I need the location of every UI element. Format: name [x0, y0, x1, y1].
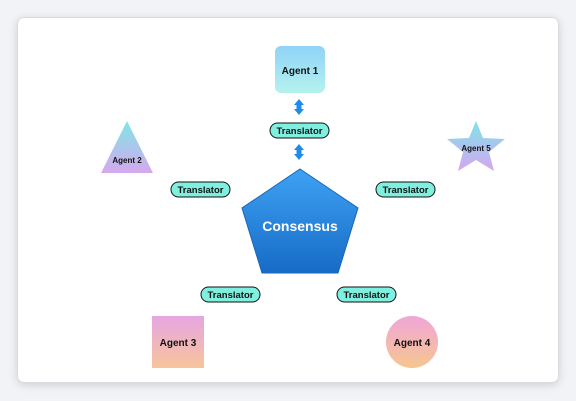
- agent-1-label: Agent 1: [282, 66, 319, 77]
- agent-4-label: Agent 4: [394, 338, 431, 349]
- translator-pill: Translator: [269, 122, 330, 139]
- double-arrow-icon: [294, 144, 304, 160]
- translator-pill: Translator: [200, 286, 261, 303]
- consensus-node: Consensus: [241, 168, 359, 274]
- translator-pill: Translator: [336, 286, 397, 303]
- double-arrow-icon: [294, 99, 304, 115]
- agent-3-label: Agent 3: [160, 338, 197, 349]
- translator-label: Translator: [277, 126, 323, 137]
- translator-label: Translator: [344, 290, 390, 301]
- consensus-label: Consensus: [262, 218, 338, 234]
- translator-pill: Translator: [170, 181, 231, 198]
- agent-5-node: Agent 5: [447, 121, 505, 171]
- agent-2-label: Agent 2: [112, 156, 142, 165]
- agent-2-node: Agent 2: [101, 121, 153, 173]
- translator-label: Translator: [383, 185, 429, 196]
- agent-5-label: Agent 5: [461, 144, 491, 153]
- agent-1-node: Agent 1: [275, 46, 325, 93]
- agent-4-node: Agent 4: [386, 316, 438, 368]
- agent-3-node: Agent 3: [152, 316, 204, 368]
- translator-pill: Translator: [375, 181, 436, 198]
- translator-label: Translator: [178, 185, 224, 196]
- translator-label: Translator: [208, 290, 254, 301]
